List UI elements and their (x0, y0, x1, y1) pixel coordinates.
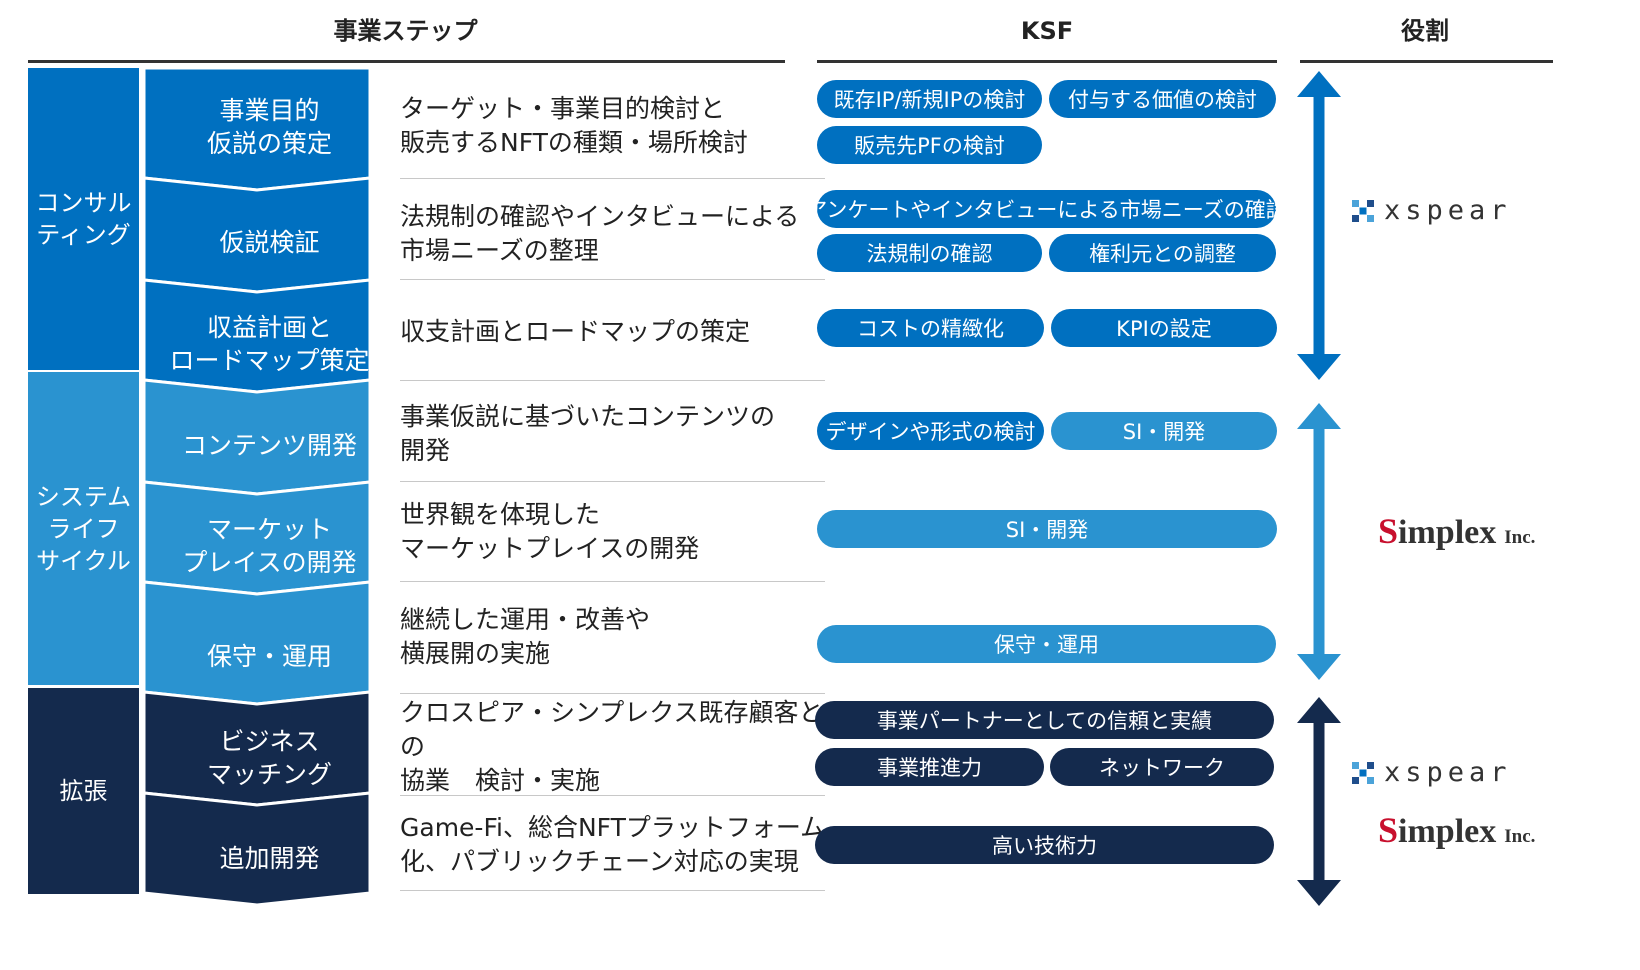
xspear-mark-icon (1352, 761, 1374, 784)
ksf-pill: ネットワーク (1050, 748, 1274, 786)
desc-separator (400, 279, 825, 280)
step-label-verification: 仮説検証 (219, 227, 320, 257)
phase-consulting: コンサル ティング (28, 68, 139, 370)
desc-separator (400, 380, 825, 381)
desc-separator (400, 581, 825, 582)
step-desc-maintenance: 継続した運用・改善や 横展開の実施 (400, 605, 651, 668)
phase-expansion: 拡張 (28, 688, 139, 894)
desc-separator (400, 795, 825, 796)
ksf-pill: 事業推進力 (815, 748, 1044, 786)
xspear-wordmark: xspear (1384, 757, 1512, 788)
phase-system-lifecycle: システム ライフ サイクル (28, 372, 139, 685)
step-desc-purpose: ターゲット・事業目的検討と 販売するNFTの種類・場所検討 (400, 94, 748, 157)
double-arrow (1297, 697, 1341, 906)
double-arrow (1297, 71, 1341, 380)
step-label-maintenance: 保守・運用 (206, 641, 332, 671)
step-label-marketplace-dev: マーケット プレイスの開発 (182, 515, 357, 577)
xspear-mark-icon (1352, 199, 1374, 222)
header-role-underline (1300, 60, 1553, 63)
ksf-pill: SI・開発 (817, 510, 1277, 548)
step-desc-content-dev: 事業仮説に基づいたコンテンツの 開発 (400, 402, 776, 465)
step-desc-revenue-plan: 収支計画とロードマップの策定 (400, 317, 751, 346)
step-desc-additional-dev: Game-Fi、総合NFTプラットフォーム 化、パブリックチェーン対応の実現 (400, 813, 826, 876)
double-arrow (1297, 403, 1341, 680)
header-role: 役割 (1401, 17, 1449, 45)
ksf-pill: アンケートやインタビューによる市場ニーズの確認 (806, 190, 1287, 228)
step-desc-verification: 法規制の確認やインタビューによる 市場ニーズの整理 (400, 202, 800, 265)
ksf-pill: 既存IP/新規IPの検討 (817, 80, 1042, 118)
ksf-pill: コストの精緻化 (817, 309, 1044, 347)
ksf-pill: 販売先PFの検討 (817, 126, 1042, 164)
xspear-logo: xspear (1352, 195, 1512, 226)
step-chevron (142, 791, 372, 907)
step-desc-marketplace-dev: 世界観を体現した マーケットプレイスの開発 (400, 500, 700, 563)
step-label-business-matching: ビジネス マッチング (206, 727, 332, 789)
header-ksf-underline (817, 60, 1277, 63)
ksf-pill: 権利元との調整 (1049, 234, 1276, 272)
ksf-pill: 付与する価値の検討 (1049, 80, 1276, 118)
ksf-pill: 事業パートナーとしての信頼と実績 (815, 701, 1274, 739)
desc-separator (400, 481, 825, 482)
desc-separator (400, 890, 825, 891)
ksf-pill: SI・開発 (1051, 412, 1277, 450)
ksf-pill: KPIの設定 (1051, 309, 1277, 347)
xspear-wordmark: xspear (1384, 195, 1512, 226)
xspear-logo: xspear (1352, 757, 1512, 788)
ksf-pill: 高い技術力 (815, 826, 1274, 864)
ksf-pill: 保守・運用 (817, 625, 1276, 663)
header-steps-underline (28, 60, 785, 63)
step-label-revenue-plan: 収益計画と ロードマップ策定 (169, 313, 370, 375)
ksf-pill: デザインや形式の検討 (817, 412, 1044, 450)
desc-separator (400, 693, 825, 694)
desc-separator (400, 178, 825, 179)
step-label-content-dev: コンテンツ開発 (181, 430, 357, 460)
header-ksf: KSF (1020, 17, 1074, 45)
ksf-pill: 法規制の確認 (817, 234, 1042, 272)
step-label-purpose: 事業目的 仮説の策定 (206, 96, 332, 158)
step-label-additional-dev: 追加開発 (219, 843, 320, 873)
header-steps: 事業ステップ (333, 17, 478, 45)
